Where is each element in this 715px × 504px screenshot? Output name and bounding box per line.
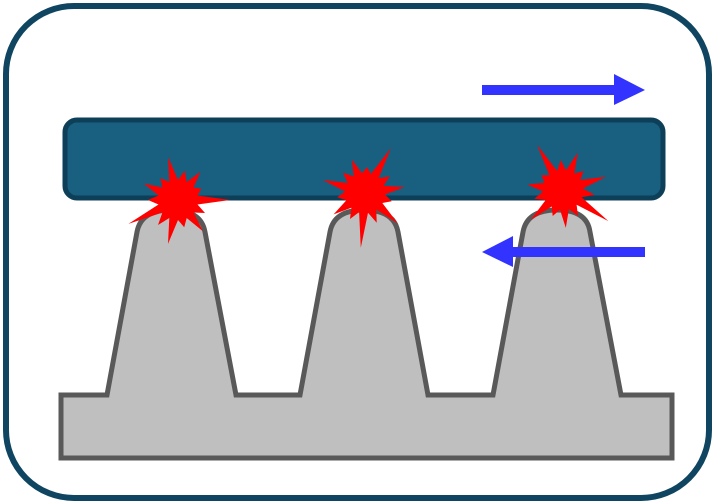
spark-icon	[128, 157, 230, 244]
bottom-arrow-left	[482, 236, 645, 267]
contact-sparks	[128, 144, 609, 248]
top-arrow-right	[482, 74, 645, 105]
spark-icon	[527, 144, 609, 228]
spark-icon	[323, 148, 405, 248]
